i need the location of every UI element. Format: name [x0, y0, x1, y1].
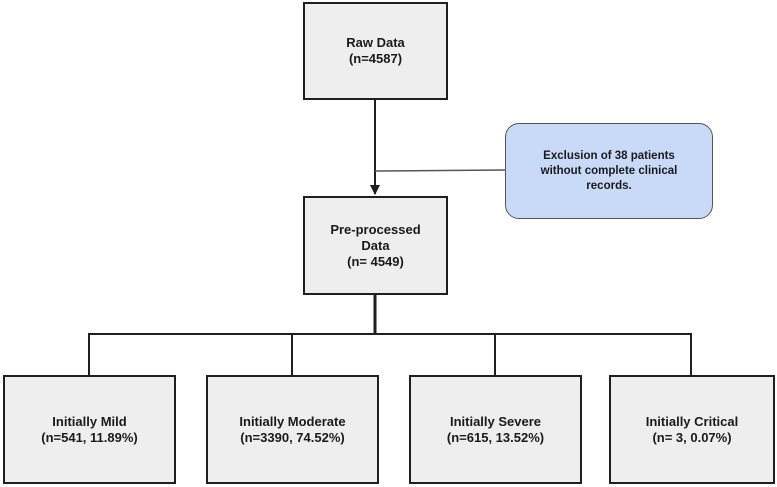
group-critical-box: Initially Critical (n= 3, 0.07%) — [609, 375, 775, 484]
preprocessed-count: (n= 4549) — [347, 253, 404, 269]
exclusion-line-2: without complete clinical — [540, 164, 678, 177]
group-moderate-title: Initially Moderate — [239, 413, 346, 429]
preprocessed-data-box: Pre-processed Data (n= 4549) — [303, 196, 448, 295]
raw-data-box: Raw Data (n=4587) — [303, 2, 448, 100]
exclusion-line-1: Exclusion of 38 patients — [543, 149, 675, 162]
raw-data-count: (n=4587) — [348, 51, 403, 66]
preprocessed-line-2: Data — [361, 237, 390, 253]
group-critical-count: (n= 3, 0.07%) — [652, 429, 732, 445]
exclusion-connector — [374, 169, 506, 172]
group-moderate-box: Initially Moderate (n=3390, 74.52%) — [206, 375, 379, 484]
group-mild-count: (n=541, 11.89%) — [41, 429, 138, 445]
raw-data-title: Raw Data — [346, 35, 405, 50]
exclusion-line-3: records. — [586, 179, 632, 192]
group-mild-title: Initially Mild — [52, 413, 127, 429]
group-moderate-count: (n=3390, 74.52%) — [240, 429, 345, 445]
exclusion-note: Exclusion of 38 patients without complet… — [505, 123, 713, 219]
group-severe-box: Initially Severe (n=615, 13.52%) — [409, 375, 582, 484]
group-mild-box: Initially Mild (n=541, 11.89%) — [3, 375, 176, 484]
group-severe-title: Initially Severe — [449, 413, 542, 429]
group-critical-title: Initially Critical — [645, 413, 739, 429]
group-severe-count: (n=615, 13.52%) — [446, 429, 545, 445]
preprocessed-line-1: Pre-processed — [330, 221, 421, 237]
